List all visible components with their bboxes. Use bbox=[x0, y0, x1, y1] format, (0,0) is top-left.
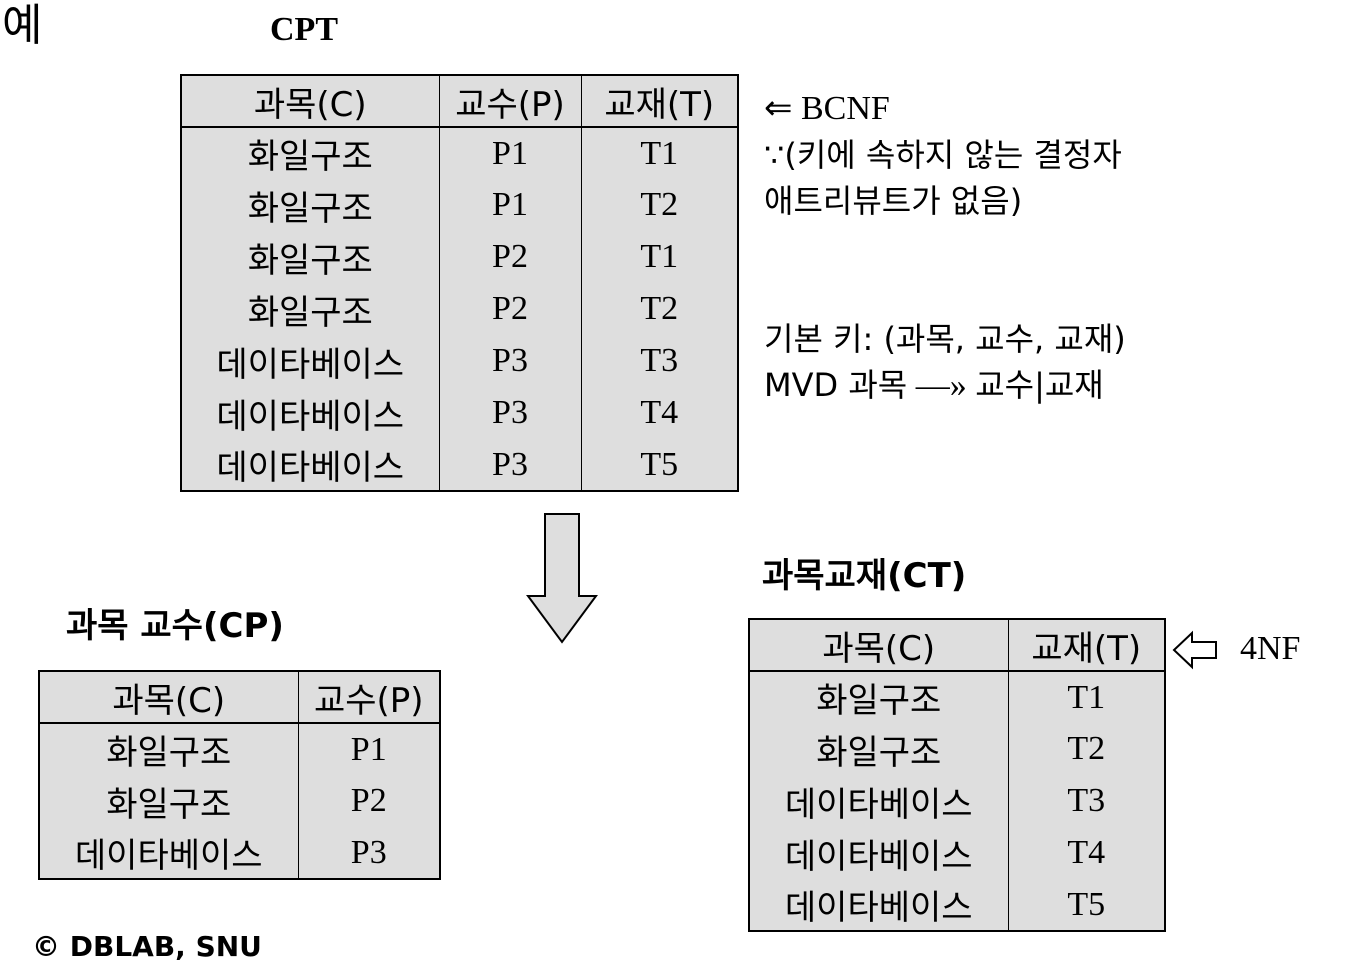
table-cell: 화일구조 bbox=[180, 231, 440, 283]
column-header: 과목(C) bbox=[180, 75, 440, 128]
example-label: 예 bbox=[2, 0, 43, 51]
column-header: 교수(P) bbox=[438, 75, 582, 128]
bcnf-label: ⇐ BCNF bbox=[764, 90, 890, 127]
bcnf-reason-line1: ∵(키에 속하지 않는 결정자 bbox=[764, 136, 1122, 174]
column-header: 과목(C) bbox=[38, 671, 299, 724]
cp-title: 과목 교수(CP) bbox=[66, 606, 284, 646]
table-cell: T1 bbox=[580, 231, 739, 283]
table-cell: T2 bbox=[580, 179, 739, 231]
table-cell: 데이타베이스 bbox=[748, 827, 1009, 879]
table-header-row: 과목(C)교수(P) bbox=[38, 671, 441, 724]
column-header: 과목(C) bbox=[748, 619, 1009, 672]
table-cell: T3 bbox=[1007, 775, 1166, 827]
table-cell: P3 bbox=[438, 387, 582, 439]
mvd-prefix: MVD 과목 bbox=[764, 366, 908, 404]
table-cell: P2 bbox=[297, 775, 441, 827]
table-cell: T4 bbox=[1007, 827, 1166, 879]
key-note: 기본 키: (과목, 교수, 교재) MVD 과목 —» 교수|교재 bbox=[764, 316, 1126, 409]
table-cell: 데이타베이스 bbox=[748, 879, 1009, 931]
table-cell: 화일구조 bbox=[180, 283, 440, 335]
column-header: 교재(T) bbox=[1007, 619, 1166, 672]
table-cell: 데이타베이스 bbox=[180, 439, 440, 491]
table-header-row: 과목(C)교수(P)교재(T) bbox=[180, 75, 739, 128]
ct-4nf-label: 4NF bbox=[1240, 630, 1301, 667]
mvd-arrow: —» bbox=[915, 367, 967, 404]
table-cell: T3 bbox=[580, 335, 739, 387]
table-cell: P3 bbox=[297, 827, 441, 879]
table-cell: 데이타베이스 bbox=[38, 827, 299, 879]
bcnf-note: ⇐ BCNF ∵(키에 속하지 않는 결정자 애트리뷰트가 없음) bbox=[764, 86, 1122, 224]
table-cell: T5 bbox=[580, 439, 739, 491]
table-cell: 화일구조 bbox=[748, 723, 1009, 775]
left-arrow-icon bbox=[1172, 630, 1217, 670]
footer-copyright: © DBLAB, SNU bbox=[32, 930, 262, 963]
table-cell: T1 bbox=[580, 127, 739, 179]
table-cell: 화일구조 bbox=[748, 671, 1009, 723]
table-cell: P2 bbox=[438, 231, 582, 283]
column-header: 교수(P) bbox=[297, 671, 441, 724]
table-cell: P1 bbox=[438, 179, 582, 231]
table-header-row: 과목(C)교재(T) bbox=[748, 619, 1166, 672]
table-cell: T1 bbox=[1007, 671, 1166, 723]
table-cell: T5 bbox=[1007, 879, 1166, 931]
table-cell: 데이타베이스 bbox=[748, 775, 1009, 827]
table-cell: 화일구조 bbox=[38, 775, 299, 827]
table-cell: P1 bbox=[297, 723, 441, 775]
mvd-line: MVD 과목 —» 교수|교재 bbox=[764, 362, 1126, 409]
table-cell: P2 bbox=[438, 283, 582, 335]
table-cell: 화일구조 bbox=[180, 179, 440, 231]
table-cell: P3 bbox=[438, 335, 582, 387]
table-cell: 화일구조 bbox=[38, 723, 299, 775]
column-header: 교재(T) bbox=[580, 75, 739, 128]
table-cell: P3 bbox=[438, 439, 582, 491]
primary-key-line: 기본 키: (과목, 교수, 교재) bbox=[764, 320, 1126, 358]
mvd-suffix: 교수|교재 bbox=[975, 366, 1104, 404]
bcnf-reason-line2: 애트리뷰트가 없음) bbox=[764, 182, 1023, 220]
table-cell: 데이타베이스 bbox=[180, 335, 440, 387]
table-cell: 화일구조 bbox=[180, 127, 440, 179]
cpt-title: CPT bbox=[270, 11, 338, 48]
table-cell: 데이타베이스 bbox=[180, 387, 440, 439]
table-cell: T2 bbox=[580, 283, 739, 335]
table-cell: T2 bbox=[1007, 723, 1166, 775]
table-cell: P1 bbox=[438, 127, 582, 179]
decompose-arrow-icon bbox=[526, 513, 598, 644]
ct-title: 과목교재(CT) bbox=[762, 556, 967, 596]
table-cell: T4 bbox=[580, 387, 739, 439]
